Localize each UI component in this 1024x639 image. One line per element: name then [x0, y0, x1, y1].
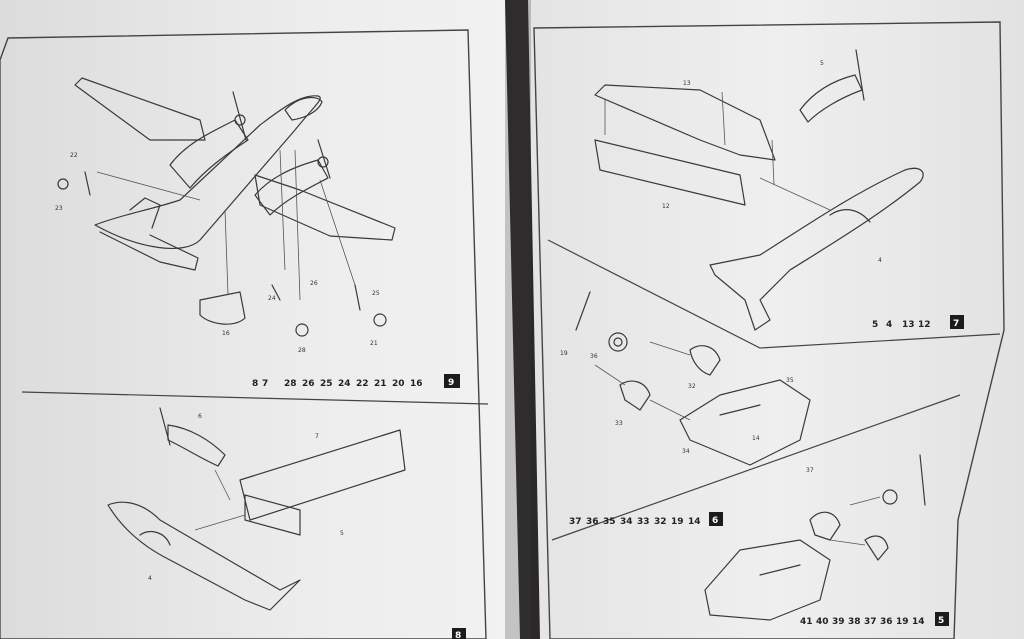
- callout-16: 16: [222, 330, 230, 337]
- callout-6: 6: [198, 413, 202, 420]
- step-9-part-20: 20: [392, 379, 405, 389]
- step-6-part-34: 34: [620, 517, 633, 527]
- callout-25: 25: [372, 290, 380, 297]
- callout-4: 4: [148, 575, 152, 582]
- callout-7: 7: [315, 433, 319, 440]
- step-6-parts-strip: 6 14 19 32 33 34 35 36 37: [569, 512, 723, 527]
- step-6-part-14: 14: [688, 517, 701, 527]
- step-8-diagram: 6 7 5 4: [107, 407, 406, 611]
- callout-23: 23: [55, 205, 63, 212]
- step-5-part-36: 36: [880, 617, 893, 627]
- step-6-part-35: 35: [603, 517, 616, 527]
- callout-19: 19: [560, 350, 568, 357]
- step-8-parts-strip: 8: [452, 628, 466, 639]
- callout-33: 33: [615, 420, 623, 427]
- step-5-diagram: [704, 454, 926, 621]
- step-9-part-22: 22: [356, 379, 369, 389]
- callout-37: 37: [806, 467, 814, 474]
- step-5-part-38: 38: [848, 617, 861, 627]
- step-9-part-16: 16: [410, 379, 423, 389]
- callout-22: 22: [70, 152, 78, 159]
- step-7-parts-strip: 7 12 13 4 5: [872, 315, 964, 330]
- step-5-number: 5: [938, 616, 944, 626]
- step-9-number: 9: [448, 378, 454, 388]
- step-7-number: 7: [953, 319, 959, 329]
- step-5-parts-strip: 5 14 19 36 37 38 39 40 41: [800, 612, 949, 627]
- step-6-part-19: 19: [671, 517, 684, 527]
- step-9-part-21: 21: [374, 379, 387, 389]
- step-6-part-32: 32: [654, 517, 667, 527]
- callout-12: 12: [662, 203, 670, 210]
- step-7-part-13: 13: [902, 320, 915, 330]
- callout-24: 24: [268, 295, 276, 302]
- page-fold-shadow: [505, 0, 531, 639]
- step-6-part-37: 37: [569, 517, 582, 527]
- callout-35: 35: [786, 377, 794, 384]
- step-9-subassembly-7: 7: [262, 379, 268, 389]
- step-5-part-37: 37: [864, 617, 877, 627]
- step-6-number: 6: [712, 516, 718, 526]
- step-6-part-33: 33: [637, 517, 650, 527]
- step-5-part-39: 39: [832, 617, 845, 627]
- step-7-part-12: 12: [918, 320, 931, 330]
- step-6-part-36: 36: [586, 517, 599, 527]
- callout-5: 5: [340, 530, 344, 537]
- step-5-part-19: 19: [896, 617, 909, 627]
- step-9-badge: [444, 374, 460, 388]
- callout-21: 21: [370, 340, 378, 347]
- step-7-subassembly-4: 4: [886, 320, 892, 330]
- callout-4r: 4: [878, 257, 882, 264]
- callout-36: 36: [590, 353, 598, 360]
- callout-14: 14: [752, 435, 760, 442]
- step-6-diagram: 19 36 32 33 34 14 35 37: [560, 291, 814, 474]
- step-8-number: 8: [455, 631, 461, 639]
- step-5-part-40: 40: [816, 617, 829, 627]
- step-9-part-28: 28: [284, 379, 297, 389]
- callout-13: 13: [683, 80, 691, 87]
- step-5-part-41: 41: [800, 617, 813, 627]
- callout-32: 32: [688, 383, 696, 390]
- step-9-part-25: 25: [320, 379, 333, 389]
- step-7-diagram: 13 12 5 4: [594, 49, 924, 331]
- step-5-part-14: 14: [912, 617, 925, 627]
- step-7-subassembly-5: 5: [872, 320, 878, 330]
- left-instruction-page: 22 23 16 24 26 25 28 21 9 7 8 16 20 21 2…: [0, 0, 520, 639]
- callout-34: 34: [682, 448, 690, 455]
- right-instruction-page: 13 12 5 4 7 12 13 4 5 19 36 32: [528, 0, 1024, 639]
- aircraft-top-diagram: 22 23 16 24 26 25 28 21: [55, 77, 396, 354]
- step-9-subassembly-8: 8: [252, 379, 258, 389]
- callout-26: 26: [310, 280, 318, 287]
- callout-5r: 5: [820, 60, 824, 67]
- step-9-parts-strip: 9 7 8 16 20 21 22 24 25 26 28: [252, 374, 460, 389]
- callout-28: 28: [298, 347, 306, 354]
- step-9-part-26: 26: [302, 379, 315, 389]
- step-9-part-24: 24: [338, 379, 351, 389]
